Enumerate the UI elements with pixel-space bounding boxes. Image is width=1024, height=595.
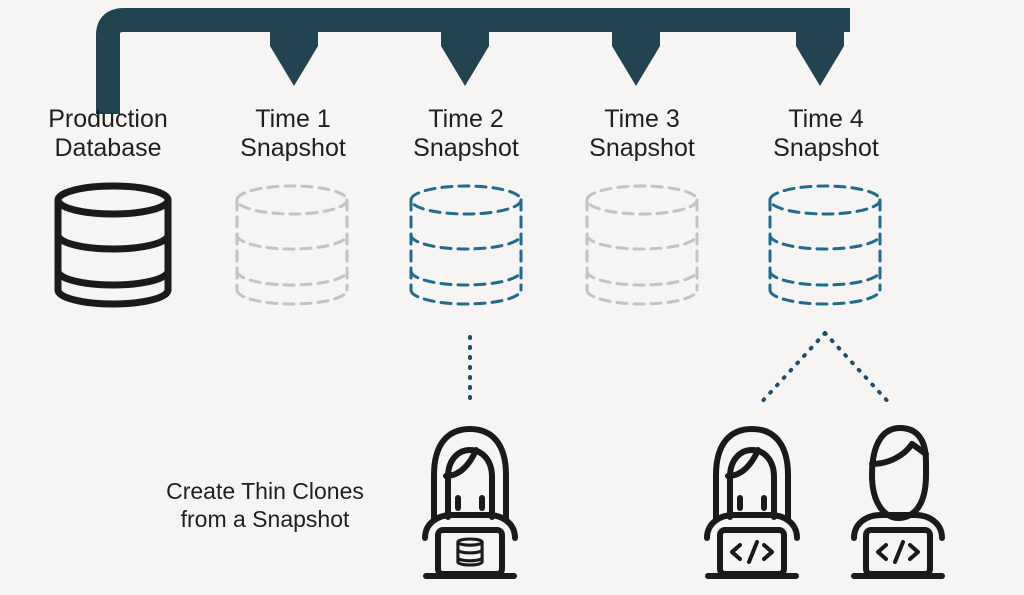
time-1-snapshot-label: Time 1 Snapshot: [208, 105, 378, 163]
clone-links: [468, 331, 894, 408]
time-4-snapshot-icon: [768, 184, 882, 306]
arrow-drop-4: [796, 20, 844, 46]
time-3-snapshot-label: Time 3 Snapshot: [557, 105, 727, 163]
time-1-snapshot-icon: [235, 184, 349, 306]
arrow-track: [96, 8, 850, 114]
code-icon: [876, 540, 920, 564]
time-2-snapshot-label-line-1: Time 2: [428, 105, 504, 133]
arrow-drop-3: [612, 20, 660, 46]
time-4-clone-link-left: [756, 331, 827, 408]
arrow-drop-1: [270, 20, 318, 46]
database-icon: [58, 186, 168, 304]
production-database-label: Production Database: [23, 105, 193, 163]
arrow-drop-2: [441, 20, 489, 46]
time-4-clone-link-right: [823, 331, 894, 408]
time-2-snapshot-label: Time 2 Snapshot: [381, 105, 551, 163]
database-icon: [456, 537, 484, 567]
time-2-snapshot-icon: [409, 184, 523, 306]
production-database-label-line-2: Database: [54, 134, 162, 162]
production-database-label-line-1: Production: [48, 105, 168, 133]
developer-icon-time-4-right: [854, 428, 942, 576]
time-1-snapshot-label-line-1: Time 1: [255, 105, 331, 133]
arrow-head-2: [441, 46, 489, 86]
arrow-head-4: [796, 46, 844, 86]
arrow-head-3: [612, 46, 660, 86]
code-icon: [730, 540, 774, 564]
time-3-snapshot-label-line-1: Time 3: [604, 105, 680, 133]
arrow-track-main: [96, 8, 850, 114]
time-4-snapshot-label-line-2: Snapshot: [773, 134, 879, 162]
thin-clones-caption-line-1: Create Thin Clones: [166, 478, 364, 504]
time-3-snapshot-icon: [585, 184, 699, 306]
time-1-snapshot-label-line-2: Snapshot: [240, 134, 346, 162]
thin-clones-caption-line-2: from a Snapshot: [180, 506, 350, 532]
time-2-snapshot-label-line-2: Snapshot: [413, 134, 519, 162]
developer-icon-time-4-left: [707, 429, 797, 576]
thin-clones-caption: Create Thin Clones from a Snapshot: [130, 477, 400, 533]
time-3-snapshot-label-line-2: Snapshot: [589, 134, 695, 162]
developer-icon-time-2: [425, 429, 515, 576]
time-4-snapshot-label-line-1: Time 4: [788, 105, 864, 133]
arrow-head-1: [270, 46, 318, 86]
time-4-snapshot-label: Time 4 Snapshot: [741, 105, 911, 163]
